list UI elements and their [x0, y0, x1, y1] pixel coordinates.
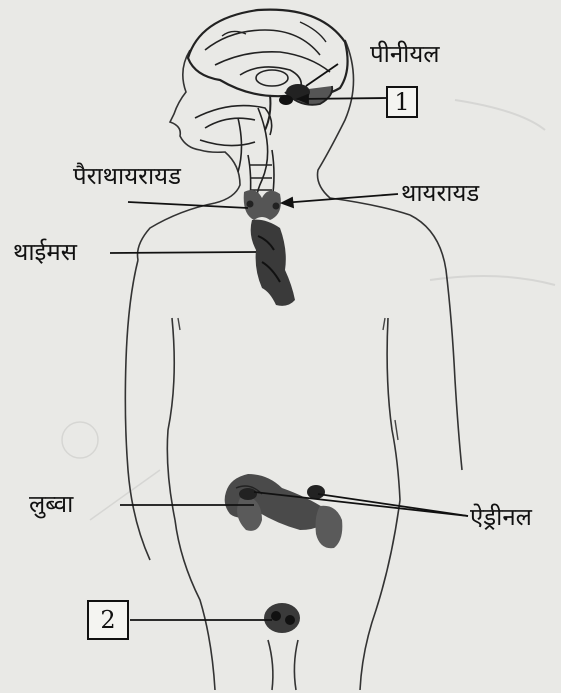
leader-box1 [298, 98, 386, 99]
label-box-2: 2 [87, 600, 129, 640]
thymus-gland [251, 220, 295, 306]
oral-cavity [195, 106, 272, 200]
label-thymus: थाईमस [13, 240, 77, 264]
body-outline [125, 40, 462, 690]
kidney-right [316, 506, 343, 548]
label-parathyroid: पैराथायरायड [73, 164, 181, 188]
label-box-1: 1 [386, 86, 418, 118]
label-thyroid: थायरायड [401, 181, 479, 205]
label-adrenal: ऐड्रीनल [470, 505, 532, 529]
label-pancreas: लुब्वा [29, 492, 73, 516]
gonads [264, 603, 300, 633]
leader-lines [110, 64, 468, 620]
pituitary-gland [279, 95, 293, 105]
leader-thymus [110, 252, 256, 253]
leader-pineal [306, 64, 338, 86]
label-pineal: पीनीयल [370, 42, 440, 66]
torso-marks [178, 318, 398, 440]
leader-parathyroid [128, 202, 248, 208]
leader-thyroid [282, 194, 398, 203]
leader-adrenal-right [318, 494, 468, 516]
